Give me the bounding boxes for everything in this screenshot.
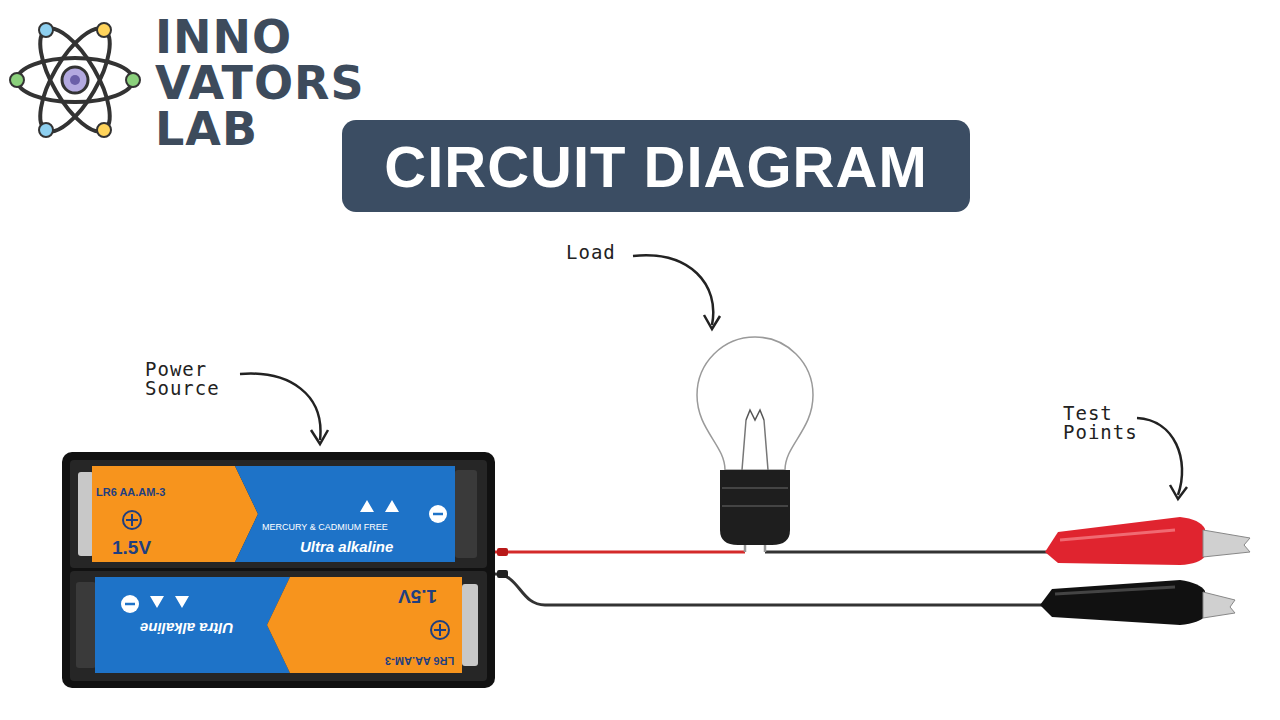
black-wire bbox=[765, 551, 1050, 554]
minus-symbol bbox=[125, 603, 135, 606]
battery-print: LR6 AA.AM-3 bbox=[385, 655, 454, 667]
minus-symbol bbox=[121, 595, 139, 613]
black-wire bbox=[495, 574, 1045, 605]
battery-print: MERCURY & CADMIUM FREE bbox=[262, 522, 388, 532]
battery-print: LR6 AA.AM-3 bbox=[96, 486, 165, 498]
battery-slot bbox=[70, 460, 487, 568]
wire-connector bbox=[497, 570, 508, 578]
clip-jaw bbox=[1203, 592, 1235, 618]
arrow-head bbox=[704, 315, 720, 329]
nucleus bbox=[62, 67, 88, 93]
clip-jaw bbox=[1203, 530, 1250, 557]
electron bbox=[39, 23, 53, 37]
orbit bbox=[27, 19, 123, 141]
bulb-glass bbox=[697, 337, 813, 470]
diagram-title: CIRCUIT DIAGRAM bbox=[384, 133, 927, 200]
electron bbox=[97, 123, 111, 137]
orbit bbox=[17, 58, 133, 102]
electron bbox=[126, 73, 140, 87]
callout-arrow bbox=[240, 374, 320, 440]
battery-holder bbox=[62, 452, 495, 688]
callout-label: Load bbox=[566, 243, 646, 262]
battery-spring bbox=[76, 582, 96, 668]
callout-label: Test Points bbox=[1063, 404, 1148, 442]
plus-symbol bbox=[123, 511, 141, 529]
minus-symbol bbox=[433, 513, 443, 516]
callout-arrow bbox=[633, 255, 713, 325]
atom-logo bbox=[10, 19, 140, 141]
bulb-base-ridge bbox=[722, 488, 788, 506]
battery-print: Ultra alkaline bbox=[300, 538, 393, 555]
clip-highlight bbox=[1055, 587, 1175, 594]
recycle-symbol bbox=[360, 500, 399, 512]
battery-label-blue bbox=[235, 466, 455, 562]
battery-label-orange bbox=[92, 466, 258, 562]
battery-print: 1.5V bbox=[112, 537, 151, 559]
plus-symbol bbox=[431, 621, 449, 639]
callout-label: Power Source bbox=[145, 360, 240, 398]
bulb-base bbox=[720, 470, 790, 545]
filament-support bbox=[742, 420, 768, 470]
red-alligator-clip bbox=[1045, 517, 1205, 565]
plus-symbol bbox=[126, 514, 138, 526]
battery-terminal bbox=[78, 472, 94, 556]
arrow-head bbox=[311, 430, 328, 444]
battery-slot bbox=[70, 571, 487, 681]
black-alligator-clip bbox=[1040, 580, 1205, 625]
electron bbox=[10, 73, 24, 87]
orbit bbox=[27, 19, 123, 141]
battery-spring bbox=[455, 470, 477, 558]
wire-connector bbox=[497, 548, 508, 556]
callout-arrow bbox=[1137, 418, 1182, 495]
bulb-lead bbox=[745, 545, 765, 552]
battery-print: Ultra alkaline bbox=[140, 620, 233, 637]
electron bbox=[39, 123, 53, 137]
minus-symbol bbox=[429, 505, 447, 523]
battery-label-orange bbox=[267, 577, 462, 673]
battery-terminal bbox=[462, 584, 478, 666]
nucleus-core bbox=[70, 75, 80, 85]
arrow-head bbox=[1170, 485, 1187, 499]
brand-name: INNO VATORS LAB bbox=[155, 14, 380, 152]
title-band: CIRCUIT DIAGRAM bbox=[342, 120, 970, 212]
recycle-symbol bbox=[150, 596, 189, 608]
electron bbox=[97, 23, 111, 37]
battery-label-blue bbox=[95, 577, 290, 673]
clip-highlight bbox=[1060, 530, 1175, 540]
battery-print: 1.5V bbox=[398, 585, 437, 607]
filament bbox=[746, 410, 764, 420]
plus-symbol bbox=[434, 624, 446, 636]
red-wire bbox=[495, 551, 745, 554]
